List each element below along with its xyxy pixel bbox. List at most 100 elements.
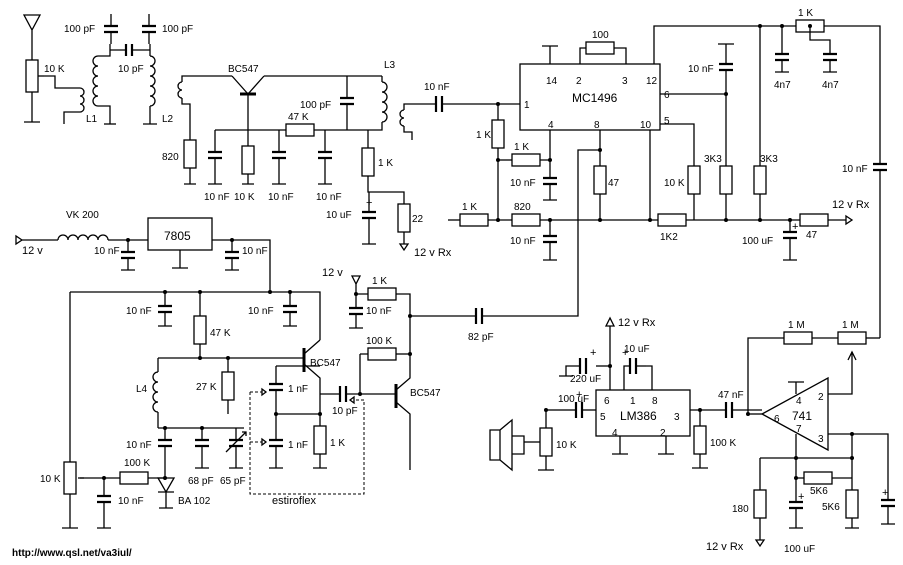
svg-text:+: + — [798, 491, 804, 503]
res-1k2-label: 1K2 — [660, 232, 678, 243]
opamp-section: 741 4 2 6 7 3 1 M 1 M + 180 12 v Rx 5K6 … — [706, 320, 895, 555]
rail-12v-a: 12 v — [22, 245, 43, 257]
cap-10uf-lm-label: 10 uF — [624, 344, 650, 355]
svg-text:1: 1 — [524, 100, 530, 111]
cap-10uf-a-label: 10 uF — [326, 210, 352, 221]
res-3k3-b-label: 3K3 — [760, 154, 778, 165]
res-180-label: 180 — [732, 504, 749, 515]
cap-10nf-reg-out-label: 10 nF — [242, 246, 268, 257]
svg-text:+: + — [792, 221, 798, 233]
svg-text:2: 2 — [576, 76, 582, 87]
lm386-chip — [595, 389, 691, 437]
rf-amp-section: BC547 820 10 nF 10 K 10 nF 47 K 10 nF 10… — [162, 60, 520, 259]
svg-text:2: 2 — [660, 428, 666, 439]
cap-10nf-b-label: 10 nF — [268, 192, 294, 203]
footer-url: http://www.qsl.net/va3iul/ — [12, 548, 132, 559]
res-47k-osc-label: 47 K — [210, 328, 231, 339]
rail-12v-rx-c: 12 v Rx — [618, 317, 656, 329]
inductor-l4-label: L4 — [136, 384, 148, 395]
res-22-label: 22 — [412, 214, 424, 225]
svg-text:3: 3 — [818, 434, 824, 445]
vol-pot-label: 10 K — [556, 440, 577, 451]
res-1k-buf-label: 1 K — [372, 276, 387, 287]
res-1m-b-label: 1 M — [842, 320, 859, 331]
svg-text:4: 4 — [796, 396, 802, 407]
transistor-t2-label: BC547 — [310, 358, 341, 369]
mc1496-name: MC1496 — [572, 91, 618, 105]
rail-12v-rx-a: 12 v Rx — [414, 247, 452, 259]
inductor-l2-label: L2 — [162, 114, 174, 125]
tune-pot-label: 10 K — [40, 474, 61, 485]
svg-text:+: + — [366, 197, 372, 209]
res-100k-d-label: 100 K — [124, 458, 150, 469]
mixer-section: MC1496 14 2 3 12 1 6 4 8 10 5 100 1 K 4n… — [448, 8, 887, 338]
svg-text:12: 12 — [646, 76, 658, 87]
svg-text:1: 1 — [630, 396, 636, 407]
cap-10nf-osc-b-label: 10 nF — [248, 306, 274, 317]
svg-text:+: + — [590, 347, 596, 359]
cap-4n7-b-label: 4n7 — [822, 80, 839, 91]
cap-1nf-a-label: 1 nF — [288, 384, 308, 395]
res-1k-c-label: 1 K — [514, 142, 529, 153]
res-10k-a-label: 10 K — [234, 192, 255, 203]
svg-text:8: 8 — [652, 396, 658, 407]
cap-47nf-label: 47 nF — [718, 390, 744, 401]
cap-220uf-label: 220 uF — [570, 374, 601, 385]
cap-10nf-l3-label: 10 nF — [424, 82, 450, 93]
res-1k-b-label: 1 K — [476, 130, 491, 141]
antenna-pot-label: 10 K — [44, 64, 65, 75]
res-47k-top-label: 47 K — [288, 112, 309, 123]
svg-text:14: 14 — [546, 76, 558, 87]
regulator-section: 12 v VK 200 7805 10 nF 10 nF — [15, 210, 271, 292]
cap-68pf-label: 68 pF — [188, 476, 214, 487]
buffer-section: 12 v 1 K 10 nF 82 pF 100 K BC547 — [322, 267, 579, 470]
res-100k-lm-label: 100 K — [710, 438, 736, 449]
cap-10nf-l4-label: 10 nF — [126, 440, 152, 451]
svg-text:+: + — [622, 347, 628, 359]
cap-82pf-label: 82 pF — [468, 332, 494, 343]
regulator-chip — [147, 217, 213, 251]
rail-12v-b: 12 v — [322, 267, 343, 279]
cap-100uf-in-label: 100 uF — [558, 394, 589, 405]
res-10k-mix-label: 10 K — [664, 178, 685, 189]
op741-name: 741 — [792, 409, 812, 423]
svg-text:8: 8 — [594, 120, 600, 131]
cap-100pf-b-label: 100 pF — [162, 24, 193, 35]
audio-amp-section: 12 v Rx LM386 6 5 1 8 3 4 2 + 220 uF + 1… — [489, 316, 762, 472]
cap-10pf-ant-label: 10 pF — [118, 64, 144, 75]
oscillator-section: 10 nF 47 K 10 nF BC547 L4 27 K 1 nF 1 nF… — [40, 290, 392, 529]
svg-text:5: 5 — [600, 412, 606, 423]
cap-100uf-mix-label: 100 uF — [742, 236, 773, 247]
svg-text:3: 3 — [622, 76, 628, 87]
cap-100pf-l3-label: 100 pF — [300, 100, 331, 111]
cap-100uf-op-label: 100 uF — [784, 544, 815, 555]
svg-text:7: 7 — [796, 424, 802, 435]
transistor-t3-label: BC547 — [410, 388, 441, 399]
cap-10nf-top-label: 10 nF — [688, 64, 714, 75]
svg-text:+: + — [882, 487, 888, 499]
svg-text:6: 6 — [774, 414, 780, 425]
svg-text:6: 6 — [664, 90, 670, 101]
mc1496-chip — [519, 63, 661, 131]
svg-text:+: + — [576, 389, 582, 401]
svg-text:5: 5 — [664, 116, 670, 127]
svg-text:3: 3 — [674, 412, 680, 423]
res-820-b-label: 820 — [514, 202, 531, 213]
cap-1nf-b-label: 1 nF — [288, 440, 308, 451]
cap-4n7-a-label: 4n7 — [774, 80, 791, 91]
cap-10nf-c-label: 10 nF — [316, 192, 342, 203]
op741-triangle — [760, 376, 829, 452]
svg-text:4: 4 — [548, 120, 554, 131]
cap-10nf-right-label: 10 nF — [842, 164, 868, 175]
inductor-vk-label: VK 200 — [66, 210, 99, 221]
res-1k-osc-label: 1 K — [330, 438, 345, 449]
cap-10nf-e-label: 10 nF — [510, 236, 536, 247]
cap-100pf-a-label: 100 pF — [64, 24, 95, 35]
svg-text:4: 4 — [612, 428, 618, 439]
res-1m-a-label: 1 M — [788, 320, 805, 331]
cap-10nf-osc-a-label: 10 nF — [126, 306, 152, 317]
diode-label: BA 102 — [178, 496, 211, 507]
cap-65pf-label: 65 pF — [220, 476, 246, 487]
cap-10pf-osc-label: 10 pF — [332, 406, 358, 417]
